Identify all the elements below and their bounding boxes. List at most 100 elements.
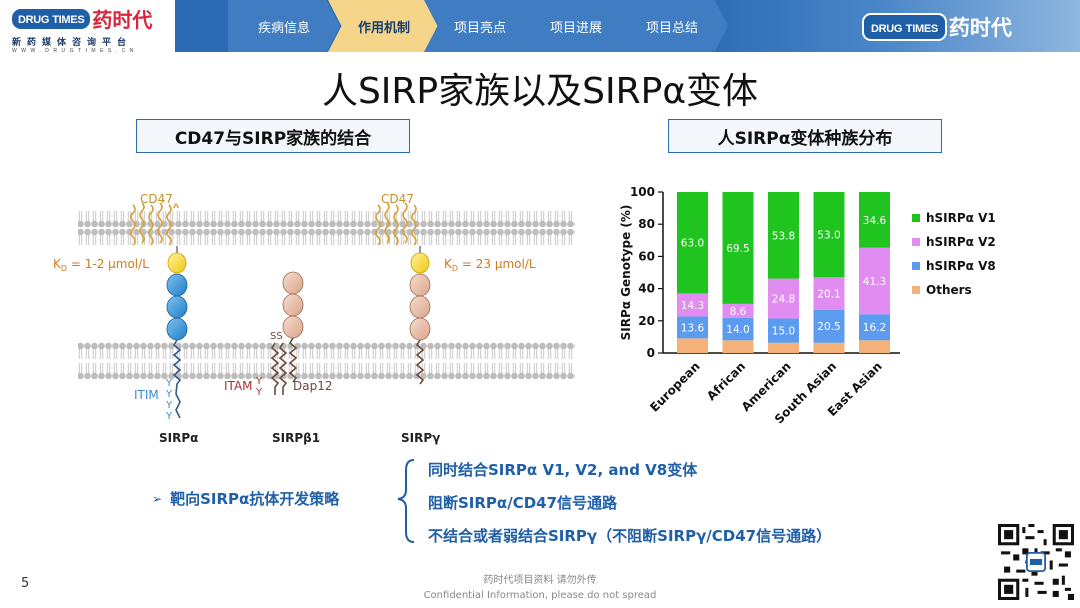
bar-segment [768,192,799,279]
bar-segment [813,309,845,343]
y-axis-label: SIRPα Genotype (%) [619,205,633,341]
strategy-text: 靶向SIRPα抗体开发策略 [170,490,340,508]
disulfide-label: SS [270,331,283,342]
data-label: 15.0 [772,326,795,338]
legend-swatch [912,286,920,294]
footer-line-en: Confidential Information, please do not … [423,590,657,601]
page-title: 人SIRP家族以及SIRPα变体 [321,71,759,112]
section-heading-left: CD47与SIRP家族的结合 [136,119,410,153]
bar-segment [768,278,799,319]
kd-sirpg-label: KD = 23 μmol/L [444,257,536,273]
qr-code[interactable] [998,524,1074,600]
footer: 药时代项目资料 请勿外传 Confidential Information, p… [0,573,1080,603]
nav-item-progress[interactable]: 项目进展 [520,0,632,52]
data-label: 14.0 [726,324,749,336]
strategy-item-3: 不结合或者弱结合SIRPγ（不阻断SIRPγ/CD47信号通路） [428,527,832,545]
bar-segment [722,340,754,353]
bar-segment [813,277,845,310]
legend-label: hSIRPα V1 [926,211,996,225]
sirpg-d2-domain [409,273,431,297]
logo-url: WWW.DRUGTIMES.CN [12,48,138,54]
bottom-membrane [78,341,575,379]
page-number: 5 [21,576,30,591]
legend-swatch [912,238,920,246]
y-tick-label: 0 [647,346,655,360]
bar-segment [722,192,754,304]
bar-segment [813,192,845,278]
data-label: 8.6 [730,306,747,318]
label-sirpb1: SIRPβ1 [272,431,320,445]
svg-text:Y: Y [165,389,173,400]
itam-label: ITAM [224,379,253,393]
sirpg-d1-domain [410,252,430,274]
data-label: 53.0 [817,230,840,242]
kd-sirpa-label: KD = 1-2 μmol/L [53,257,149,273]
y-tick-label: 100 [630,185,655,199]
label-sirpa: SIRPα [159,431,198,445]
data-label: 20.1 [817,289,840,301]
sirpg-d4-domain [409,317,431,341]
svg-text:Y: Y [165,400,173,411]
bar-segment [677,316,708,339]
x-tick-label: African [704,359,748,403]
strategy-item-2: 阻断SIRPα/CD47信号通路 [428,494,618,512]
data-label: 16.2 [863,322,886,334]
legend-swatch [912,262,920,270]
sirpb1-d3-domain [282,315,304,339]
data-label: 34.6 [863,215,887,227]
data-label: 53.8 [772,230,795,242]
bar-segment [677,293,708,317]
bar-segment [768,318,799,343]
sirpa-tm-tail [172,339,182,419]
x-tick-label: European [647,359,702,414]
strategy-label: ➢ 靶向SIRPα抗体开发策略 [152,488,339,509]
footer-line-cn: 药时代项目资料 请勿外传 [483,575,597,586]
sirpa-d4-domain [166,317,188,341]
nav-item-disease-info[interactable]: 疾病信息 [228,0,340,52]
nav-item-summary[interactable]: 项目总结 [616,0,728,52]
dap12-chain-b [278,342,288,395]
cd47-left-helix [130,202,179,246]
label-sirpg: SIRPγ [401,431,440,445]
data-label: 24.8 [772,294,795,306]
dap12-chain-a [270,342,280,395]
legend-label: Others [926,283,972,297]
svg-text:Y: Y [165,411,173,422]
legend-label: hSIRPα V2 [926,235,996,249]
data-label: 63.0 [681,238,704,250]
sirpa-d3-domain [166,295,188,319]
data-label: 20.5 [817,321,840,333]
legend-label: hSIRPα V8 [926,259,996,273]
legend-swatch [912,214,920,222]
itim-label: ITIM [134,388,159,402]
y-tick-label: 80 [638,217,655,231]
nav-item-highlights[interactable]: 项目亮点 [424,0,536,52]
brace-icon [397,459,415,543]
data-label: 69.5 [726,243,749,255]
cd47-right-helix [375,202,417,246]
logo-name-cn: 药时代 [92,8,153,32]
y-tick-label: 20 [638,314,655,328]
strategy-item-1: 同时结合SIRPα V1, V2, and V8变体 [428,461,698,479]
bar-segment [859,340,890,353]
nav-item-mechanism[interactable]: 作用机制 [328,0,440,52]
bar-segment [768,342,799,353]
dap12-label: Dap12 [293,379,332,393]
arrow-icon: ➢ [152,491,163,506]
sirpb1-d2-domain [282,293,304,317]
sirpa-d1-domain [167,252,187,274]
section-heading-right: 人SIRPα变体种族分布 [668,119,942,153]
svg-text:Y: Y [255,376,263,387]
logo-badge: DRUG TIMES [862,12,947,41]
logo-badge: DRUG TIMES [12,9,91,29]
data-label: 14.3 [681,300,704,312]
bar-segment [859,314,890,341]
data-label: 41.3 [863,276,886,288]
cd47-right-label: CD47 [381,192,414,206]
sirpg-tm-tail [415,339,425,385]
svg-text:Y: Y [165,378,173,389]
